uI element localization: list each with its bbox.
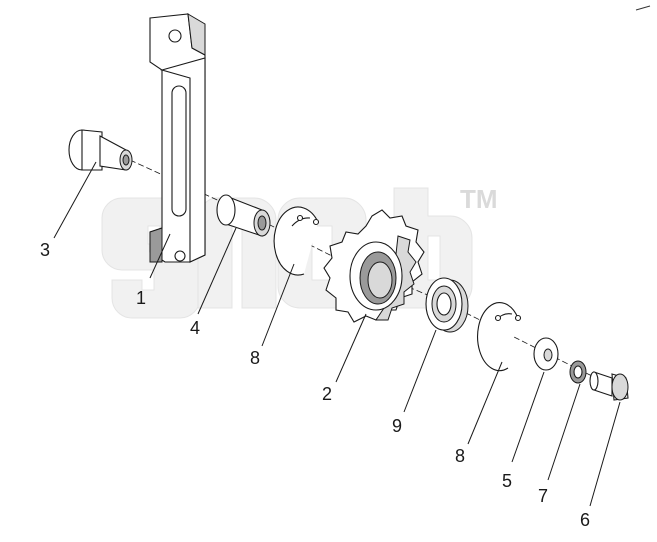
leader-8a (261, 263, 295, 347)
callout-circlip-right: 8 (455, 446, 465, 466)
callout-circlip-left: 8 (250, 348, 260, 368)
callout-bolt-right: 6 (580, 510, 590, 530)
leader-2 (335, 313, 367, 383)
leader-6 (589, 401, 621, 507)
bracket-part (149, 13, 206, 263)
callout-sprocket: 2 (322, 384, 332, 404)
watermark-tm: TM (460, 184, 498, 214)
leader-8b (467, 361, 503, 445)
bushing-part (216, 194, 271, 237)
callout-bushing: 4 (190, 318, 200, 338)
bearing-part (425, 277, 469, 333)
sprocket-part (323, 209, 425, 323)
leader-5 (511, 371, 545, 463)
leader-3 (53, 161, 97, 239)
callout-bearing: 9 (392, 416, 402, 436)
bolt-right-part (589, 371, 629, 401)
callout-washer: 5 (502, 471, 512, 491)
circlip-left-part (273, 206, 320, 276)
callout-lock-washer: 7 (538, 486, 548, 506)
leader-4 (197, 227, 237, 315)
corner-tick (635, 5, 651, 11)
leader-1 (149, 233, 171, 279)
washer-part (533, 337, 559, 371)
leader-7 (547, 383, 581, 481)
leader-lines (53, 161, 621, 507)
circlip-right-part (477, 302, 522, 372)
callout-bracket: 1 (136, 288, 146, 308)
lock-washer-part (569, 360, 587, 384)
callout-bolt-left: 3 (40, 240, 50, 260)
bolt-left-part (68, 129, 133, 171)
leader-9 (403, 329, 437, 413)
callout-labels: 1 2 3 4 8 9 8 5 7 6 (40, 240, 590, 530)
